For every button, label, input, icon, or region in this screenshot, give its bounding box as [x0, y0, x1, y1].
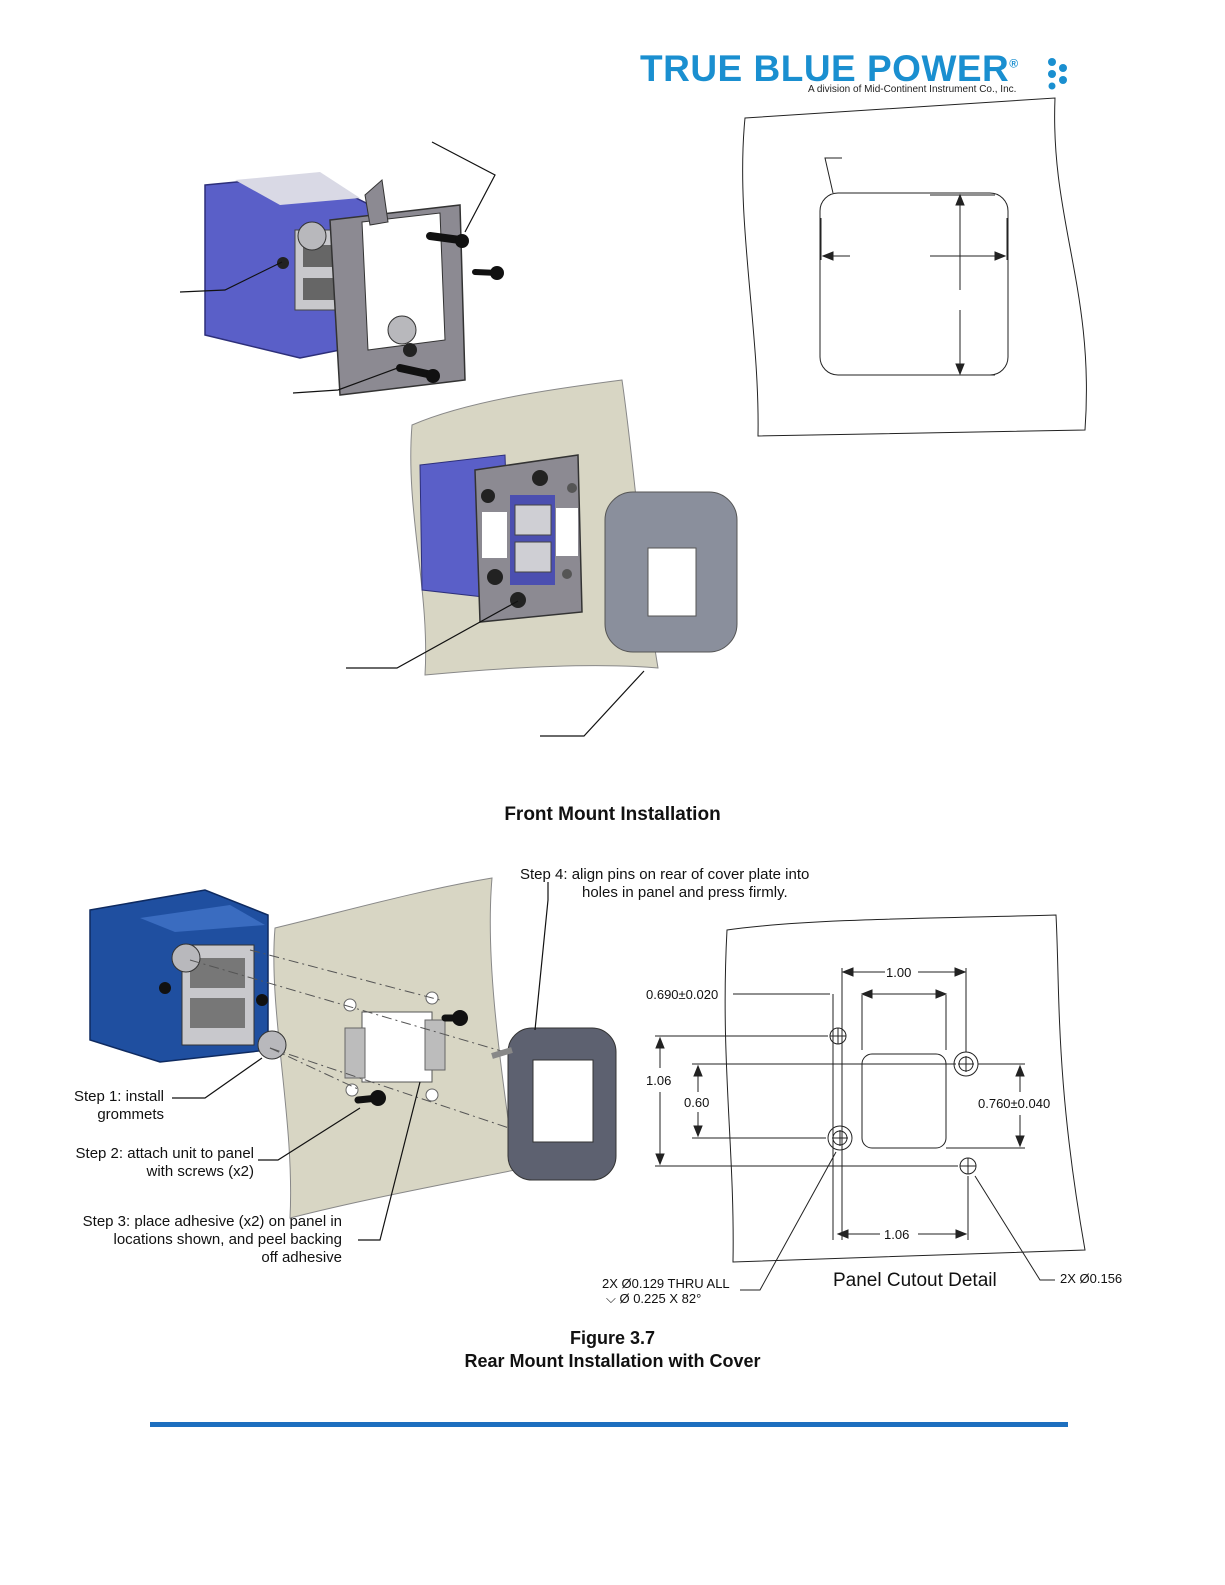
step1-line1: Step 1: install [73, 1088, 164, 1105]
hole-small-line2: ⌵ Ø 0.225 X 82° [606, 1291, 702, 1306]
brand-logo: TRUE BLUE POWER® [640, 48, 1019, 90]
hole-small-line1: 2X Ø0.129 THRU ALL [602, 1276, 730, 1291]
step4-note: Step 4: align pins on rear of cover plat… [520, 866, 809, 902]
logo-tagline: A division of Mid-Continent Instrument C… [808, 84, 1017, 95]
rear-mount-caption: Rear Mount Installation with Cover [464, 1351, 761, 1371]
step3-note: Step 3: place adhesive (x2) on panel in … [40, 1213, 342, 1267]
figure-number: Figure 3.7 [569, 1328, 656, 1348]
step3-line3: off adhesive [261, 1249, 342, 1266]
front-mount-exploded-illustration [179, 141, 504, 396]
dim-height-inner: 0.60 [684, 1095, 710, 1110]
step3-line1: Step 3: place adhesive (x2) on panel in [82, 1213, 342, 1230]
step2-note: Step 2: attach unit to panel with screws… [40, 1145, 254, 1181]
dim-height-outer: 1.06 [646, 1073, 672, 1088]
panel-cutout-title: Panel Cutout Detail [833, 1270, 997, 1291]
dim-bottom-width: 1.06 [884, 1227, 910, 1242]
dim-right: 0.760±0.040 [978, 1096, 1051, 1111]
footer-rule [150, 1422, 1068, 1427]
step2-line2: with screws (x2) [146, 1163, 254, 1180]
step2-line1: Step 2: attach unit to panel [75, 1145, 254, 1162]
rear-mount-exploded-illustration [89, 877, 617, 1241]
hole-large-callout: 2X Ø0.156 [1060, 1271, 1123, 1286]
dim-top-width: 1.00 [886, 965, 912, 980]
hole-small-callout: 2X Ø0.129 THRU ALL ⌵ Ø 0.225 X 82° [602, 1276, 730, 1307]
step1-line2: grommets [97, 1106, 164, 1123]
step3-line2: locations shown, and peel backing [113, 1231, 343, 1248]
front-cutout-drawing [742, 97, 1087, 437]
step4-line1: Step 4: align pins on rear of cover plat… [520, 866, 810, 883]
logo-registered-mark: ® [1009, 56, 1019, 71]
step1-note: Step 1: install grommets [60, 1088, 164, 1124]
dim-offset: 0.690±0.020 [646, 987, 719, 1002]
step4-line2: holes in panel and press firmly. [582, 884, 788, 901]
logo-text: TRUE BLUE POWER [640, 48, 1010, 89]
front-mount-caption: Front Mount Installation [504, 804, 721, 825]
logo-dots-icon [1048, 58, 1067, 90]
panel-cutout-detail-drawing [655, 914, 1086, 1291]
front-mount-assembled-illustration [346, 379, 738, 737]
